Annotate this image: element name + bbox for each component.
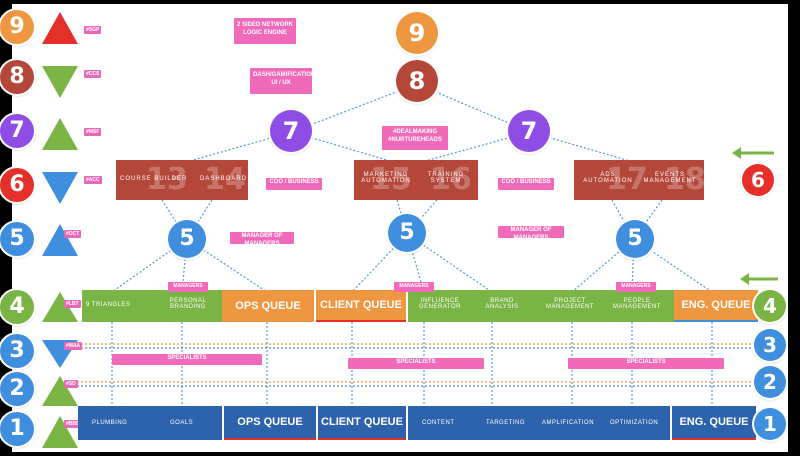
node-5-mid: 5 — [388, 214, 426, 252]
dash-gamification-label: DASH/GAMIFICATION UI / UX — [250, 68, 315, 94]
people-management-label: PEOPLE MANAGEMENT — [612, 298, 661, 310]
personal-branding-label: PERSONAL BRANDING — [169, 298, 207, 310]
triangle-icon — [42, 118, 78, 150]
triangle-icon — [42, 292, 78, 322]
tag-sgp: #SGP — [84, 26, 102, 34]
triangle-icon — [42, 66, 78, 98]
triangle-icon — [42, 416, 78, 448]
coo-business-left: COO / BUSINESS — [266, 178, 322, 190]
tag-lbt: #LBT — [64, 300, 81, 308]
ads-automation-label: ADS AUTOMATION — [583, 172, 633, 184]
node-5-left: 5 — [168, 220, 206, 258]
node-6-right: 6 — [742, 164, 774, 196]
bar-number: 17 — [606, 162, 648, 197]
logic-engine-label: 2 SIDED NETWORK LOGIC ENGINE — [234, 18, 296, 44]
influence-generator-label: INFLUENCE GENERATOR — [419, 298, 461, 310]
brand-analysis-label: BRAND ANALYSIS — [485, 298, 519, 310]
tag-msf: #MSF — [84, 128, 102, 136]
right-level-1: 1 — [754, 408, 786, 440]
tag-sd: #SD — [64, 380, 78, 388]
goals-label: GOALS — [170, 420, 194, 426]
node-8: 8 — [396, 60, 438, 102]
level6-bar-left: 13 14 COURSE BUILDER DASHBOARD — [116, 160, 248, 200]
left-level-2: 2 — [0, 372, 34, 406]
bar-number: 15 — [370, 162, 412, 197]
nine-triangles-label: 9 TRIANGLES — [86, 302, 131, 308]
project-management-label: PROJECT MANAGEMENT — [545, 298, 594, 310]
left-level-8: 8 — [0, 60, 34, 94]
specialists-bar-right: SPECIALISTS — [568, 358, 724, 369]
bar-number: 14 — [204, 162, 246, 197]
specialists-bar-mid: SPECIALISTS — [348, 358, 484, 369]
triangle-icon — [42, 12, 78, 44]
connector-5l-a — [111, 238, 188, 293]
tag-maa: #MAA — [64, 342, 83, 350]
plumbing-label: PLUMBING — [92, 420, 128, 426]
dashboard-label: DASHBOARD — [200, 176, 248, 182]
level4-managers-bar: 9 TRIANGLES PERSONAL BRANDING INFLUENCE … — [82, 290, 758, 322]
left-level-1: 1 — [0, 412, 34, 446]
left-level-4: 4 — [0, 290, 34, 324]
diagram-canvas: 9 8 7 6 5 4 3 2 1 #SGP #CCS #MSF #ACC #O… — [0, 4, 788, 452]
left-level-7: 7 — [0, 114, 34, 148]
left-level-9: 9 — [0, 10, 34, 44]
eng-queue-level4: ENG. QUEUE — [674, 290, 758, 322]
right-level-4: 4 — [754, 290, 786, 322]
level1-seg-group-2 — [408, 406, 670, 440]
triangle-icon — [42, 224, 78, 256]
arrow-left-icon — [740, 273, 778, 285]
marketing-automation-label: MARKETING AUTOMATION — [361, 172, 411, 184]
coo-business-right: COO / BUSINESS — [498, 178, 554, 190]
tag-bbb: #BBB — [64, 420, 82, 428]
client-queue-level1: CLIENT QUEUE — [318, 406, 406, 440]
eng-queue-level1: ENG. QUEUE — [672, 406, 756, 440]
manager-of-managers-right: MANAGER OF MANAGERS — [498, 226, 564, 241]
arrow-left-icon — [732, 147, 774, 159]
training-system-label: TRAINING SYSTEM — [427, 172, 465, 184]
managers-tag-left: MANAGERS — [168, 282, 208, 292]
right-level-2: 2 — [754, 366, 786, 398]
triangle-icon — [42, 376, 78, 406]
tag-ccs: #CCS — [84, 70, 102, 78]
left-level-legend: 9 8 7 6 5 4 3 2 1 #SGP #CCS #MSF #ACC #O… — [0, 4, 102, 452]
node-7-left: 7 — [270, 110, 312, 152]
tag-oct: #OCT — [64, 230, 82, 238]
node-9: 9 — [396, 12, 438, 54]
level4-seg-group-3 — [534, 290, 674, 322]
level1-seg-group-1 — [78, 406, 222, 440]
node-5-right: 5 — [616, 220, 654, 258]
left-level-6: 6 — [0, 168, 34, 202]
optimization-label: OPTIMIZATION — [610, 420, 659, 426]
level4-seg-group-1 — [82, 290, 222, 322]
tag-acc: #ACC — [84, 176, 102, 184]
client-queue-level4: CLIENT QUEUE — [316, 290, 406, 322]
course-builder-label: COURSE BUILDER — [120, 176, 188, 182]
amplification-label: AMPLIFICATION — [542, 420, 595, 426]
connector-lines — [77, 34, 757, 409]
events-management-label: EVENTS MANAGEMENT — [643, 172, 697, 184]
content-label: CONTENT — [422, 420, 455, 426]
left-level-5: 5 — [0, 222, 34, 256]
targeting-label: TARGETING — [486, 420, 526, 426]
level4-seg-group-2 — [408, 290, 534, 322]
managers-tag-mid: MANAGERS — [394, 282, 434, 292]
specialists-bar-left: SPECIALISTS — [112, 354, 262, 365]
level6-bar-mid: 15 16 MARKETING AUTOMATION TRAINING SYST… — [354, 160, 478, 200]
triangle-icon — [42, 172, 78, 204]
managers-tag-right: MANAGERS — [616, 282, 656, 292]
right-level-3: 3 — [754, 329, 786, 361]
bar-number: 18 — [664, 162, 706, 197]
node-7-right: 7 — [508, 110, 550, 152]
bar-number: 13 — [146, 162, 188, 197]
level1-bar: PLUMBING GOALS CONTENT TARGETING AMPLIFI… — [78, 406, 756, 440]
ops-queue-level1: OPS QUEUE — [224, 406, 316, 440]
left-level-3: 3 — [0, 334, 34, 368]
level6-bar-right: 17 18 ADS AUTOMATION EVENTS MANAGEMENT — [574, 160, 706, 200]
connector-8-7r — [416, 83, 531, 133]
dealmaking-label: #DEALMAKING #NURTUREHEADS — [382, 126, 448, 150]
manager-of-managers-left: MANAGER OF MANAGERS — [230, 232, 294, 247]
bar-number: 16 — [430, 162, 472, 197]
ops-queue-level4: OPS QUEUE — [222, 290, 314, 322]
